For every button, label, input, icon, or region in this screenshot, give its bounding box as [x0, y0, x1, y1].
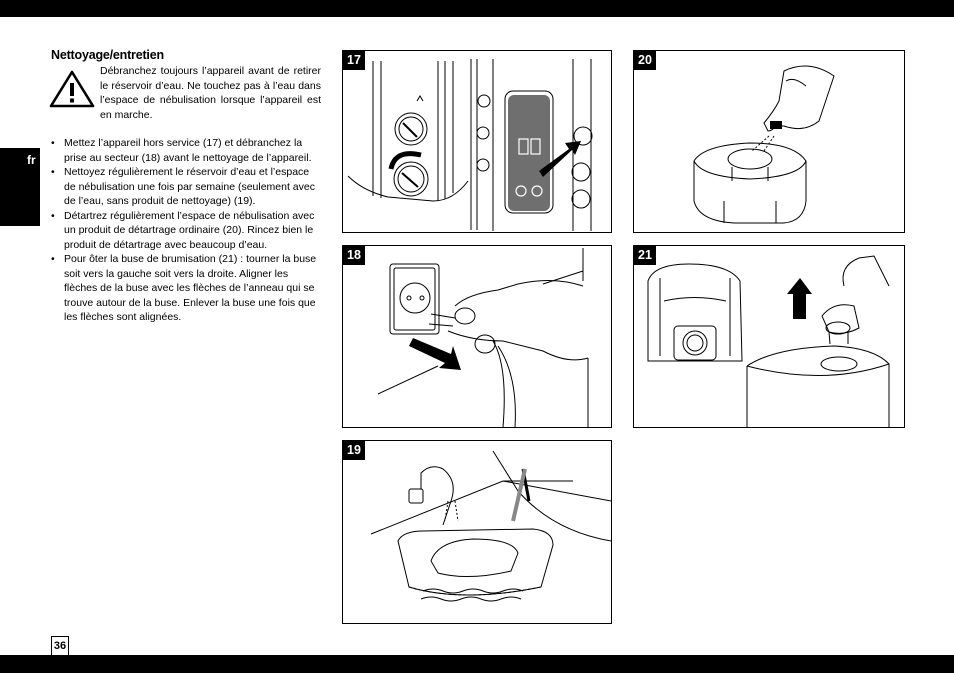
figure-number: 18 — [343, 246, 365, 265]
list-item: Pour ôter la buse de brumisation (21) : … — [51, 252, 321, 325]
descaling-illustration — [693, 65, 835, 224]
figure-19: 19 — [342, 440, 612, 624]
figure-21: 21 — [633, 245, 905, 428]
warning-icon — [49, 70, 95, 108]
section-title: Nettoyage/entretien — [51, 48, 164, 62]
cleaning-steps-list: Mettez l’appareil hors service (17) et d… — [51, 136, 321, 325]
figure-18: 18 — [342, 245, 612, 428]
list-item: Mettez l’appareil hors service (17) et d… — [51, 136, 321, 165]
figure-number: 20 — [634, 51, 656, 70]
nozzle-removal-illustration — [647, 255, 890, 427]
rinsing-illustration — [370, 450, 611, 602]
control-panel-illustration — [347, 59, 593, 231]
figure-17: 17 — [342, 50, 612, 233]
bottom-black-bar — [0, 655, 954, 673]
figure-number: 19 — [343, 441, 365, 460]
page-number: 36 — [51, 636, 69, 655]
top-black-bar — [0, 0, 954, 17]
figure-20: 20 — [633, 50, 905, 233]
figure-number: 17 — [343, 51, 365, 70]
warning-text: Débranchez toujours l’appareil avant de … — [100, 65, 321, 121]
list-item: Nettoyez régulièrement le réservoir d’ea… — [51, 165, 321, 209]
figure-number: 21 — [634, 246, 656, 265]
unplugging-illustration — [377, 248, 589, 427]
list-item: Détartrez régulièrement l’espace de nébu… — [51, 209, 321, 253]
language-tab-label: fr — [27, 153, 36, 167]
language-tab: fr — [0, 148, 40, 226]
